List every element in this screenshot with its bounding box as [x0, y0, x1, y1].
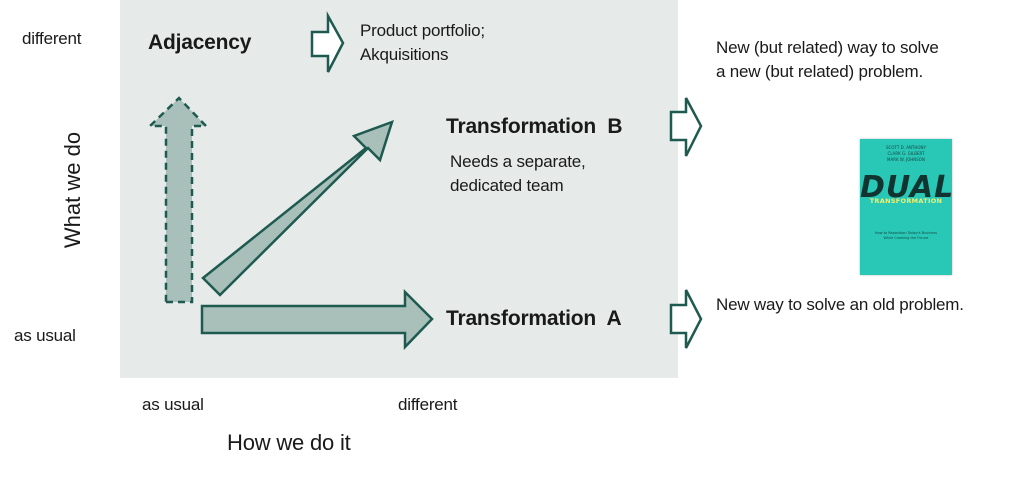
book-cover-image: SCOTT D. ANTHONY CLARK G. GILBERT MARK W…	[860, 139, 952, 275]
book-authors: SCOTT D. ANTHONY CLARK G. GILBERT MARK W…	[886, 145, 926, 162]
y-axis-top-label: different	[22, 29, 82, 48]
adjacency-note: Product portfolio; Akquisitions	[360, 21, 485, 64]
transformation-b-outcome: New (but related) way to solve a new (bu…	[716, 38, 939, 81]
up-dashed-arrow	[146, 96, 209, 304]
book-overlay-title: TRANSFORMATION	[869, 197, 943, 205]
adjacency-outline-arrow	[310, 11, 345, 73]
transformation-b-title: Transformation B	[446, 115, 623, 138]
adjacency-title: Adjacency	[148, 31, 252, 54]
book-subtitle: How to Reposition Today's Business While…	[874, 231, 938, 240]
transformation-a-outline-arrow	[669, 289, 703, 349]
y-axis-title: What we do	[60, 131, 85, 249]
transformation-a-title: Transformation A	[446, 307, 622, 330]
horizontal-arrow	[200, 288, 434, 351]
transformation-b-note: Needs a separate, dedicated team	[450, 152, 586, 195]
x-axis-left-label: as usual	[142, 395, 204, 414]
transformation-b-outline-arrow	[669, 97, 703, 157]
book-title: DUAL	[860, 170, 952, 205]
transformation-a-outcome: New way to solve an old problem.	[716, 295, 964, 314]
x-axis-title: How we do it	[227, 430, 351, 455]
diagonal-arrow	[201, 119, 394, 297]
x-axis-right-label: different	[398, 395, 458, 414]
y-axis-bottom-label: as usual	[14, 326, 76, 345]
